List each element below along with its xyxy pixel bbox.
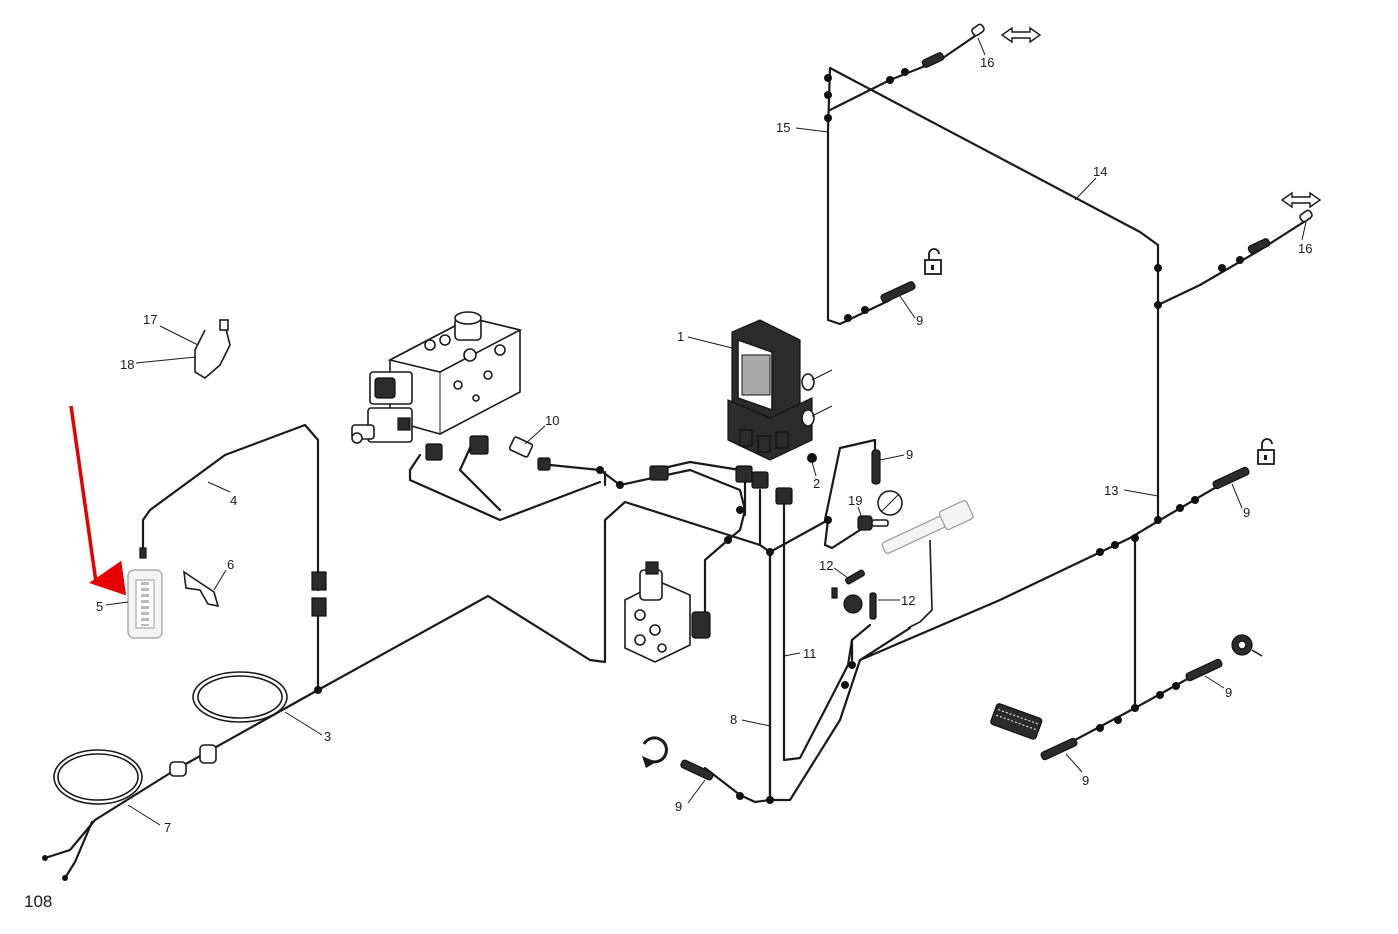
cable-coils xyxy=(42,671,288,881)
callout-17: 17 xyxy=(143,312,157,327)
callout-1: 1 xyxy=(677,329,684,344)
remote-control xyxy=(127,547,163,639)
end-sensors xyxy=(921,23,1313,254)
callout-leaders xyxy=(105,37,1307,826)
double-arrow-icon xyxy=(1000,26,1042,44)
callout-19: 19 xyxy=(848,493,862,508)
callout-14: 14 xyxy=(1093,164,1107,179)
callout-9a: 9 xyxy=(916,313,923,328)
callout-6: 6 xyxy=(227,557,234,572)
callout-3: 3 xyxy=(324,729,331,744)
callout-9f: 9 xyxy=(675,799,682,814)
callout-4: 4 xyxy=(230,493,237,508)
misc-components xyxy=(843,490,1263,740)
unlock-icon xyxy=(1257,438,1275,465)
callout-10: 10 xyxy=(545,413,559,428)
control-unit xyxy=(649,319,833,505)
harness-wires xyxy=(43,34,1312,880)
holder-bracket xyxy=(182,570,220,608)
rotate-icon xyxy=(642,736,668,768)
callout-13: 13 xyxy=(1104,483,1118,498)
callout-7: 7 xyxy=(164,820,171,835)
cable-loop xyxy=(194,319,231,379)
callout-16a: 16 xyxy=(980,55,994,70)
sensors xyxy=(680,281,1250,781)
callout-9b: 9 xyxy=(906,447,913,462)
callout-9c: 9 xyxy=(1243,505,1250,520)
callout-12a: 12 xyxy=(819,558,833,573)
callout-8: 8 xyxy=(730,712,737,727)
hydraulic-valve-block xyxy=(351,311,551,471)
callout-18: 18 xyxy=(120,357,134,372)
callout-11: 11 xyxy=(803,646,817,661)
callout-15: 15 xyxy=(776,120,790,135)
page-number: 108 xyxy=(24,892,52,911)
red-pointer-arrow xyxy=(69,405,127,596)
callout-9e: 9 xyxy=(1082,773,1089,788)
callout-12b: 12 xyxy=(901,593,915,608)
callout-labels: 1 2 3 4 5 6 7 8 9 9 9 9 9 9 10 11 12 12 … xyxy=(96,55,1312,835)
callout-5: 5 xyxy=(96,599,103,614)
callout-16b: 16 xyxy=(1298,241,1312,256)
callout-9d: 9 xyxy=(1225,685,1232,700)
double-arrow-icon xyxy=(1280,191,1322,209)
harness-connectors xyxy=(311,68,1244,804)
directional-valve xyxy=(624,561,711,663)
callout-2: 2 xyxy=(813,476,820,491)
unlock-icon xyxy=(924,248,942,275)
